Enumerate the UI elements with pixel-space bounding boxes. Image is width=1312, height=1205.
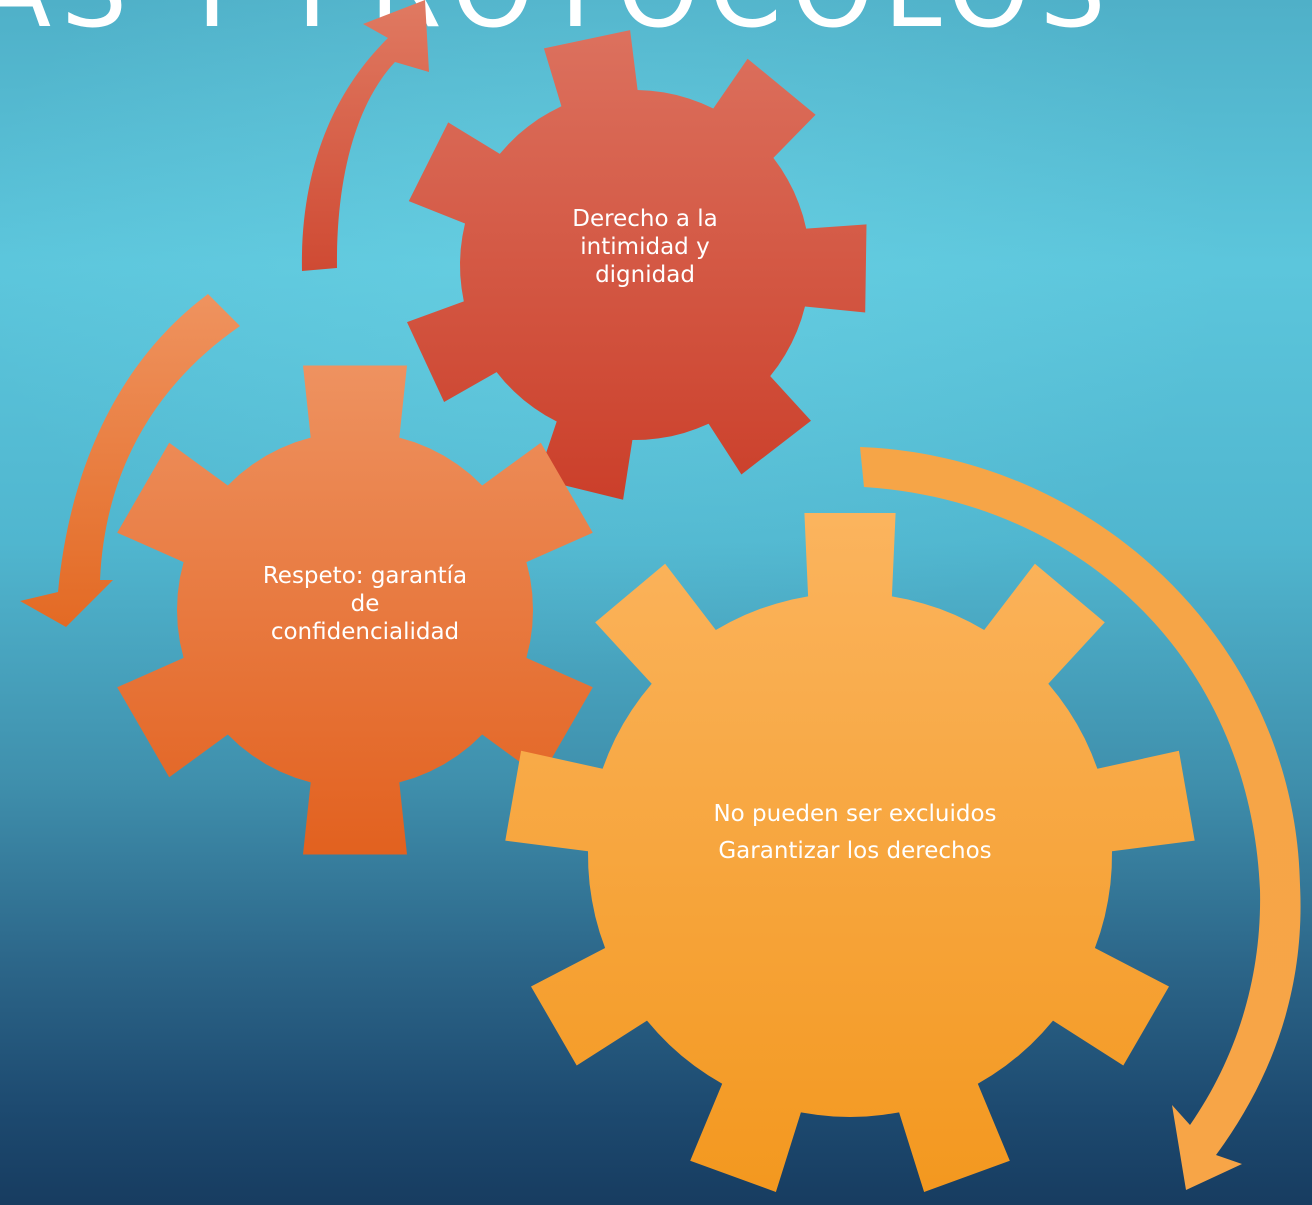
gear-respeto-line-2: de — [350, 591, 380, 618]
gear-respeto-line-3: confidencialidad — [270, 619, 460, 646]
arrow-left-icon — [20, 294, 240, 627]
gear-derechos-line-2: Garantizar los derechos — [718, 837, 992, 864]
gear-intimidad — [407, 30, 867, 500]
slide-title: AS Y PROTOCOLOS — [0, 0, 1312, 50]
arrow-top-icon — [301, 0, 429, 271]
gear-derechos-line-1: No pueden ser excluidos — [713, 801, 997, 827]
gear-intimidad-line-3: dignidad — [595, 262, 695, 289]
gear-respeto-label: Respeto: garantía de confidencialidad — [215, 562, 515, 646]
gear-derechos — [505, 513, 1195, 1192]
gear-respeto-line-1: Respeto: garantía — [262, 563, 468, 589]
gear-intimidad-label: Derecho a la intimidad y dignidad — [520, 205, 770, 289]
gear-intimidad-line-2: intimidad y — [580, 234, 710, 261]
gear-respeto — [117, 365, 593, 855]
gear-intimidad-line-1: Derecho a la — [572, 206, 718, 232]
gear-derechos-label: No pueden ser excluidos Garantizar los d… — [665, 796, 1045, 870]
arrow-right-icon — [860, 447, 1301, 1190]
